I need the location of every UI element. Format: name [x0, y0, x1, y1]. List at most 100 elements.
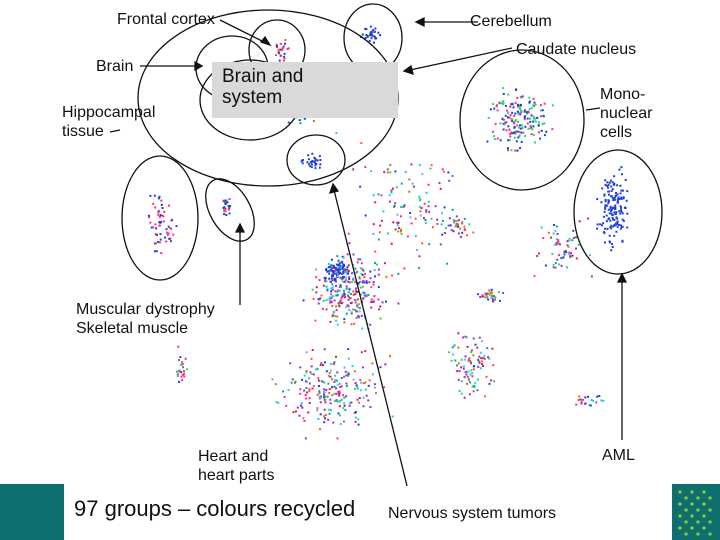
data-point — [347, 269, 350, 272]
data-point — [345, 395, 348, 398]
data-point — [445, 227, 447, 230]
data-point — [424, 222, 427, 225]
data-point — [588, 404, 591, 407]
footer-dot — [684, 508, 688, 512]
footer-dot — [696, 532, 700, 536]
data-point — [372, 223, 375, 226]
data-point — [622, 196, 625, 199]
data-point — [621, 189, 624, 192]
data-point — [519, 127, 522, 130]
data-point — [602, 222, 605, 225]
data-point — [467, 370, 470, 373]
data-point — [520, 131, 523, 134]
data-point — [332, 363, 335, 366]
data-point — [166, 233, 169, 236]
data-point — [317, 418, 320, 420]
data-point — [386, 171, 389, 174]
data-point — [502, 101, 505, 104]
data-point — [294, 381, 297, 384]
data-point — [540, 129, 543, 132]
data-point — [307, 158, 310, 161]
data-point — [305, 371, 308, 374]
data-point — [483, 395, 486, 398]
data-point — [540, 226, 543, 229]
data-point — [351, 281, 353, 283]
data-point — [509, 105, 512, 108]
data-point — [331, 283, 334, 286]
data-point — [336, 371, 339, 374]
data-point — [538, 131, 541, 134]
data-point — [570, 252, 573, 255]
data-point — [420, 207, 423, 210]
data-point — [331, 279, 334, 282]
footer-dot — [708, 520, 712, 524]
data-point — [370, 301, 373, 303]
data-point — [340, 286, 343, 288]
data-point — [346, 374, 349, 377]
data-point — [305, 370, 308, 372]
data-point — [419, 199, 422, 202]
data-point — [179, 356, 182, 359]
data-point — [493, 295, 496, 298]
data-point — [379, 305, 382, 308]
data-point — [311, 349, 314, 351]
data-point — [350, 312, 353, 315]
data-point — [590, 275, 593, 278]
data-point — [377, 238, 380, 241]
data-point — [516, 110, 519, 113]
data-point — [466, 345, 469, 348]
data-point — [519, 104, 522, 107]
data-point — [301, 162, 304, 165]
data-point — [334, 374, 337, 377]
data-point — [322, 284, 325, 287]
data-point — [493, 137, 496, 140]
data-point — [335, 399, 338, 402]
data-point — [176, 375, 179, 377]
data-point — [555, 238, 558, 241]
data-point — [344, 277, 347, 280]
data-point — [361, 33, 364, 36]
skeletal-muscle-outline — [205, 178, 255, 242]
data-point — [443, 232, 446, 234]
data-point — [348, 242, 351, 245]
data-point — [159, 238, 162, 241]
data-point — [596, 198, 599, 201]
data-point — [307, 163, 310, 166]
data-point — [364, 388, 367, 391]
data-point — [308, 382, 311, 385]
data-point — [312, 373, 315, 376]
data-point — [372, 194, 375, 197]
data-point — [318, 390, 321, 393]
data-point — [377, 193, 380, 196]
data-point — [348, 288, 351, 291]
data-point — [274, 383, 277, 386]
data-point — [544, 264, 547, 267]
data-point — [580, 402, 583, 405]
data-point — [310, 372, 313, 375]
data-point — [577, 243, 580, 246]
data-point — [516, 149, 519, 152]
data-point — [358, 281, 361, 283]
data-point — [389, 171, 392, 174]
data-point — [607, 199, 610, 202]
aml-outline — [573, 149, 663, 275]
data-point — [577, 399, 580, 402]
data-point — [351, 365, 354, 367]
data-point — [340, 266, 342, 269]
data-point — [318, 166, 321, 169]
data-point — [357, 418, 360, 421]
data-point — [492, 298, 494, 301]
data-point — [330, 258, 333, 261]
data-point — [326, 270, 329, 273]
data-point — [345, 382, 348, 385]
data-point — [616, 226, 619, 229]
data-point — [510, 149, 513, 152]
data-point — [357, 401, 360, 404]
data-point — [346, 268, 349, 271]
data-point — [328, 388, 331, 390]
data-point — [624, 179, 627, 181]
data-point — [398, 227, 401, 230]
data-point — [389, 355, 391, 358]
data-point — [388, 194, 391, 197]
data-point — [336, 290, 339, 293]
